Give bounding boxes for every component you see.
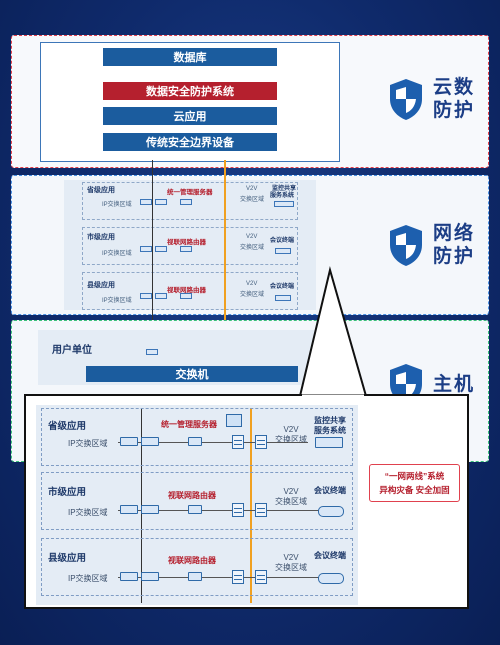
mini-server [274,201,294,207]
v2v-switch-icon [255,503,267,517]
ip-zone-label: IP交换区域 [68,508,108,517]
one-network-two-lines-note: “一网两线”系统 异构灾备 安全加固 [369,464,460,502]
shield-icon [387,77,425,121]
v2v-switch-icon [232,503,244,517]
mini-row-province [82,182,298,220]
unified-mgmt-server-label: 统一管理服务器 [161,420,217,429]
row-link [118,510,330,511]
conference-terminal-label: 会议终端 [314,486,346,495]
mini-row-city [82,227,298,265]
switch-uplink-device [146,349,158,355]
mini-router [180,293,192,299]
network-protection-label: 网络防护 [387,222,475,268]
video-router-label: 视联网路由器 [168,491,216,500]
mini-router [180,199,192,205]
mini-device [140,199,152,205]
user-unit-title: 用户单位 [52,345,92,356]
row-title-county: 县级应用 [48,553,87,564]
row-city [41,472,353,530]
mini-row-county [82,272,298,310]
row-title-city: 市级应用 [48,487,87,498]
v2v-switch-icon [255,570,267,584]
mini-device [155,246,167,252]
ip-switch-icon [120,505,138,514]
ip-switch-icon [141,437,159,446]
data-security-system-block: 数据安全防护系统 [103,82,277,100]
mini-terminal [275,248,291,254]
conference-terminal-icon [318,506,344,517]
shield-icon [387,223,425,267]
conference-terminal-label: 会议终端 [314,551,346,560]
v2v-trunk-line [250,408,252,603]
conference-terminal-icon [318,573,344,584]
row-link [118,577,330,578]
mini-device [140,246,152,252]
router-icon [188,505,202,514]
ip-zone-label: IP交换区域 [68,574,108,583]
server-cube-icon [226,414,242,427]
cloud-app-block: 云应用 [103,107,277,125]
mini-device [140,293,152,299]
mini-router [180,246,192,252]
boundary-device-block: 传统安全边界设备 [103,133,277,151]
v2v-switch-icon [232,435,244,449]
ip-switch-icon [141,505,159,514]
ip-switch-icon [120,572,138,581]
v2v-switch-icon [255,435,267,449]
row-title-province: 省级应用 [48,421,87,432]
monitor-share-system-label: 监控共享服务系统 [314,416,346,435]
ip-switch-icon [120,437,138,446]
video-router-label: 视联网路由器 [168,556,216,565]
mini-terminal [275,295,291,301]
database-block: 数据库 [103,48,277,66]
switch-bar: 交换机 [86,366,298,382]
mini-device [155,293,167,299]
trunk-line [152,160,153,375]
router-icon [188,437,202,446]
monitor-server-icon [315,437,343,448]
cloud-protection-label: 云数防护 [387,76,475,122]
mini-device [155,199,167,205]
ip-switch-icon [141,572,159,581]
v2v-trunk-line [224,160,226,390]
row-link [118,442,308,443]
v2v-switch-icon [232,570,244,584]
row-county [41,538,353,596]
router-icon [188,572,202,581]
ip-zone-label: IP交换区域 [68,439,108,448]
row-province [41,408,353,466]
